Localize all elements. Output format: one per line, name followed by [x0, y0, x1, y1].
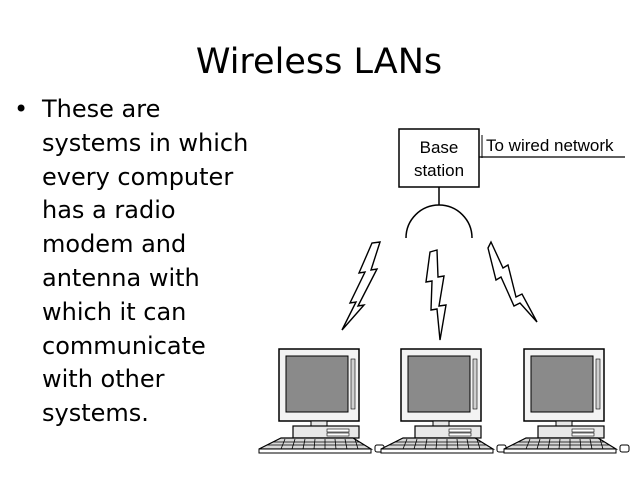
radio-signal-left-icon — [341, 241, 382, 331]
bullet-marker: • — [14, 95, 29, 123]
base-station-box — [398, 128, 480, 188]
computer-right-icon — [503, 348, 630, 454]
radio-signal-center-icon — [425, 249, 447, 341]
base-station-label-line1: Base — [420, 138, 459, 157]
radio-signal-right-icon — [487, 240, 538, 323]
bullet-item-text: These are systems in which every compute… — [42, 95, 249, 428]
antenna-icon — [405, 187, 473, 239]
base-station-label-line2: station — [414, 161, 464, 180]
wired-network-label: To wired network — [486, 136, 614, 155]
computer-center-icon — [380, 348, 507, 454]
slide-title: Wireless LANs — [195, 42, 443, 82]
computer-left-icon — [258, 348, 385, 454]
